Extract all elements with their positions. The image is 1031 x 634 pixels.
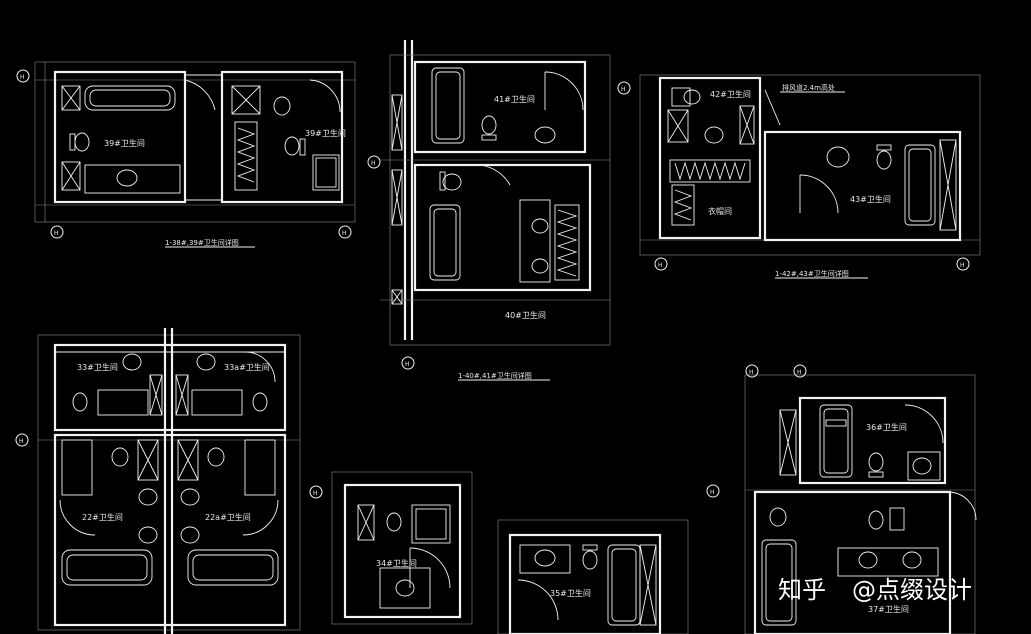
room-label-33a: 33#卫生间 bbox=[77, 362, 118, 372]
room-label-22a: 22#卫生间 bbox=[82, 512, 123, 522]
room-label-41: 41#卫生间 bbox=[494, 94, 535, 104]
plan-34: 34#卫生间 H bbox=[309, 471, 473, 625]
grid-marker-10: H bbox=[313, 490, 318, 497]
plan-33-22: 33#卫生间 33a#卫生间 22#卫生间 22a#卫生间 H bbox=[15, 328, 301, 634]
room-label-37: 37#卫生间 bbox=[868, 604, 909, 614]
room-label-35: 35#卫生间 bbox=[550, 588, 591, 598]
grid-marker-12: H bbox=[797, 369, 802, 376]
caption-42-43: 1-42#,43#卫生间详图 bbox=[775, 269, 849, 278]
watermark-logo: 知乎 bbox=[778, 576, 826, 604]
grid-marker-7: H bbox=[658, 262, 663, 269]
plan-42-43: 42#卫生间 43#卫生间 衣帽间 排风道2.4m高处 1-42#,43#卫生间… bbox=[617, 74, 981, 279]
room-label-22b: 22a#卫生间 bbox=[205, 512, 251, 522]
caption-40-41: 1-40#,41#卫生间详图 bbox=[458, 371, 532, 380]
room-label-33b: 33a#卫生间 bbox=[224, 362, 270, 372]
plan-38-39: 39#卫生间 39#卫生间 1-38#,39#卫生间详图 H H H bbox=[16, 61, 356, 248]
grid-marker-3: H bbox=[342, 230, 347, 237]
grid-marker-9: H bbox=[19, 438, 24, 445]
room-label-39b: 39#卫生间 bbox=[305, 128, 346, 138]
grid-marker-11: H bbox=[749, 369, 754, 376]
room-label-36: 36#卫生间 bbox=[866, 422, 907, 432]
room-label-39a: 39#卫生间 bbox=[104, 138, 145, 148]
room-label-40: 40#卫生间 bbox=[505, 310, 546, 320]
note-exhaust-duct: 排风道2.4m高处 bbox=[782, 83, 835, 92]
grid-marker-4: H bbox=[371, 160, 376, 167]
caption-38-39: 1-38#,39#卫生间详图 bbox=[165, 238, 239, 247]
room-label-closet: 衣帽间 bbox=[708, 206, 732, 216]
grid-marker-13: H bbox=[710, 489, 715, 496]
grid-marker-1: H bbox=[20, 74, 25, 81]
grid-marker-5: H bbox=[405, 361, 410, 368]
plan-40-41: 41#卫生间 40#卫生间 1-40#,41#卫生间详图 H H bbox=[367, 40, 611, 381]
watermark-text: @点缀设计 bbox=[852, 576, 972, 604]
watermark: 知乎 @点缀设计 bbox=[778, 576, 972, 604]
plan-36-37: 36#卫生间 37#卫生间 H H H bbox=[706, 364, 977, 634]
grid-marker-2: H bbox=[54, 230, 59, 237]
room-label-34: 34#卫生间 bbox=[376, 558, 417, 568]
grid-marker-8: H bbox=[960, 262, 965, 269]
room-label-42: 42#卫生间 bbox=[710, 89, 751, 99]
room-label-43: 43#卫生间 bbox=[850, 194, 891, 204]
grid-marker-6: H bbox=[621, 86, 626, 93]
plan-35: 35#卫生间 bbox=[497, 519, 689, 634]
